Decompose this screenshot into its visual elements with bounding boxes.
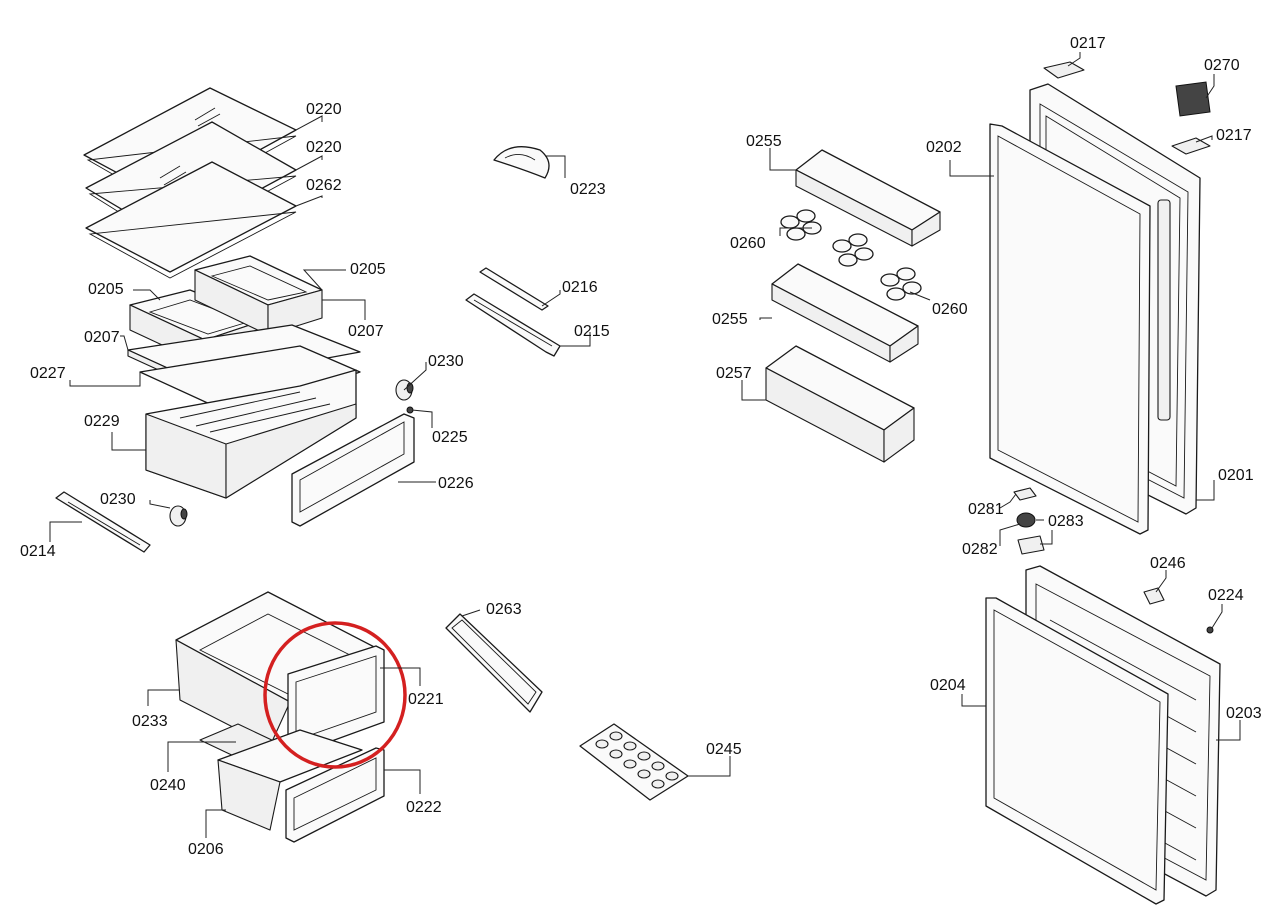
egg-tray-0260-middle <box>832 233 874 267</box>
label-0233: 0233 <box>132 713 168 730</box>
label-0226: 0226 <box>438 475 474 492</box>
panel-0263 <box>445 613 543 713</box>
part-0246 <box>1143 587 1165 605</box>
label-0230-lower: 0230 <box>100 491 136 508</box>
freezer-gasket-0204 <box>985 597 1169 905</box>
part-labels: 0220 0220 0262 0223 0205 0205 0207 0207 … <box>20 35 1262 858</box>
label-0282: 0282 <box>962 541 998 558</box>
clip-0223 <box>493 146 550 179</box>
label-0205-left: 0205 <box>88 281 124 298</box>
egg-tray-0260-left <box>780 209 822 241</box>
label-0229: 0229 <box>84 413 120 430</box>
hinge-cover-0217-bottom <box>1171 137 1211 155</box>
module-0270 <box>1175 81 1211 117</box>
label-0263: 0263 <box>486 601 522 618</box>
rail-0214 <box>55 491 151 553</box>
door-shelf-0255-bottom <box>771 263 919 363</box>
label-0224: 0224 <box>1208 587 1244 604</box>
freezer-drawer-0206 <box>217 729 363 831</box>
label-0217-bottom: 0217 <box>1216 127 1252 144</box>
label-0227: 0227 <box>30 365 66 382</box>
door-shelf-0255-top <box>795 149 941 247</box>
label-0281: 0281 <box>968 501 1004 518</box>
roller-0230-lower <box>169 505 188 527</box>
label-0205-right: 0205 <box>350 261 386 278</box>
hinge-parts-028x <box>1013 487 1045 555</box>
egg-tray-0260-right <box>880 267 922 301</box>
label-0204: 0204 <box>930 677 966 694</box>
freezer-drawer-front-0222 <box>285 747 385 843</box>
label-0203: 0203 <box>1226 705 1262 722</box>
label-0260-left: 0260 <box>730 235 766 252</box>
label-0230-upper: 0230 <box>428 353 464 370</box>
label-0216: 0216 <box>562 279 598 296</box>
screw-0224 <box>1206 626 1214 634</box>
label-0223: 0223 <box>570 181 606 198</box>
label-0207-left: 0207 <box>84 329 120 346</box>
label-0246: 0246 <box>1150 555 1186 572</box>
highlight-circle <box>263 621 407 769</box>
label-0255-bottom: 0255 <box>712 311 748 328</box>
label-0260-right: 0260 <box>932 301 968 318</box>
label-0201: 0201 <box>1218 467 1254 484</box>
door-shelf-0257 <box>765 345 915 463</box>
crisper-bin-0229 <box>145 369 357 499</box>
label-0222: 0222 <box>406 799 442 816</box>
ice-tray-0245 <box>579 723 689 801</box>
label-0257: 0257 <box>716 365 752 382</box>
label-0217-top: 0217 <box>1070 35 1106 52</box>
label-0240: 0240 <box>150 777 186 794</box>
label-0220-top: 0220 <box>306 101 342 118</box>
label-0207-right: 0207 <box>348 323 384 340</box>
label-0245: 0245 <box>706 741 742 758</box>
drawer-front-0226 <box>291 413 415 527</box>
label-0202: 0202 <box>926 139 962 156</box>
label-0221: 0221 <box>408 691 444 708</box>
label-0206: 0206 <box>188 841 224 858</box>
door-gasket-0202 <box>989 123 1151 535</box>
rail-0215 <box>465 293 561 357</box>
label-0214: 0214 <box>20 543 56 560</box>
label-0215: 0215 <box>574 323 610 340</box>
label-0283: 0283 <box>1048 513 1084 530</box>
label-0262: 0262 <box>306 177 342 194</box>
strip-0216 <box>479 267 549 311</box>
label-0225: 0225 <box>432 429 468 446</box>
label-0255-top: 0255 <box>746 133 782 150</box>
hinge-cover-0217-top <box>1043 61 1085 79</box>
freezer-drawer-front-0221 <box>287 645 385 755</box>
label-0220-middle: 0220 <box>306 139 342 156</box>
label-0270: 0270 <box>1204 57 1240 74</box>
leader-lines <box>49 52 1241 838</box>
